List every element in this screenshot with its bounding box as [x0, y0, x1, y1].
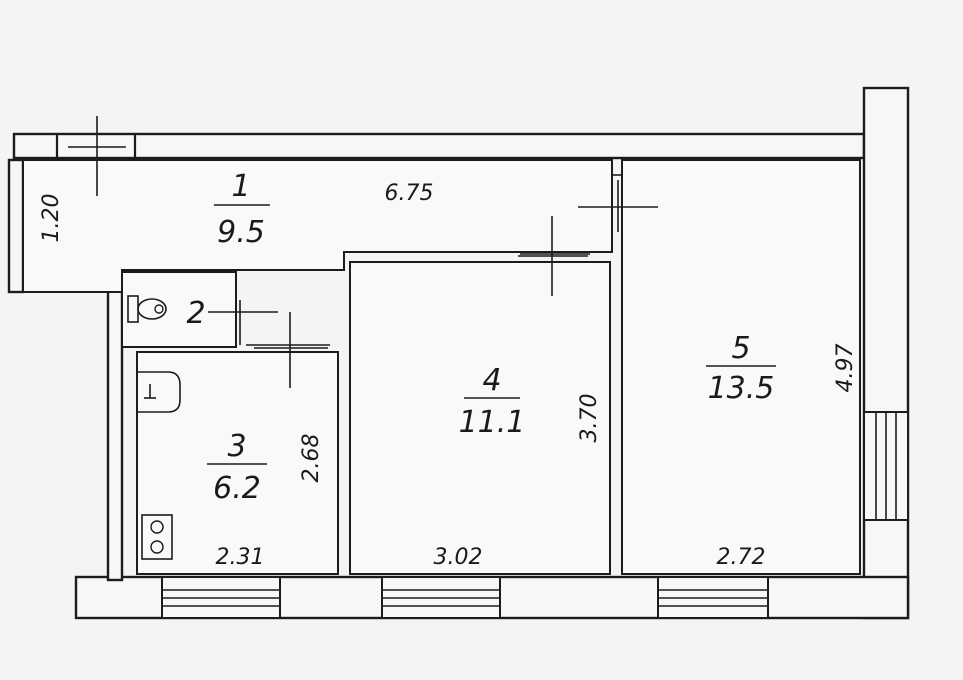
window-kitchen: [161, 576, 281, 619]
room-4-number: 4: [482, 363, 501, 398]
section-marks: [68, 116, 658, 388]
room-1-corridor: [22, 159, 613, 293]
room-4-area: 11.1: [459, 405, 526, 440]
toilet-icon: [127, 295, 167, 323]
room-5-area: 13.5: [708, 371, 775, 406]
room-1-area: 9.5: [217, 215, 265, 250]
room-3-area: 6.2: [213, 471, 261, 506]
dim-kitchen-width: 2.31: [216, 545, 265, 570]
room-3-kitchen: [136, 351, 339, 575]
right-wall: [862, 86, 910, 620]
dim-room5-width: 2.72: [717, 545, 766, 570]
windows: [161, 411, 909, 619]
left-wall-lower: [106, 268, 124, 582]
dim-room4-depth: 3.70: [577, 394, 602, 443]
dim-corridor-length: 6.75: [385, 181, 434, 206]
room-4-label: 4 11.1: [459, 363, 526, 440]
dim-room5-depth: 4.97: [833, 344, 858, 393]
room-2-wc: [121, 271, 237, 348]
dim-kitchen-depth: 2.68: [299, 434, 324, 483]
room-3-label: 3 6.2: [207, 429, 267, 506]
window-room-5: [657, 576, 769, 619]
room-5-label: 5 13.5: [706, 331, 776, 406]
room-1-label: 1 9.5: [214, 169, 270, 250]
dim-room4-width: 3.02: [434, 545, 483, 570]
room-5: [621, 159, 861, 575]
door-marks: [239, 174, 622, 346]
window-right: [863, 411, 909, 521]
window-room-4: [381, 576, 501, 619]
left-wall: [7, 158, 25, 294]
stove-icon: [141, 514, 173, 560]
room-5-number: 5: [731, 331, 750, 366]
room-1-number: 1: [231, 169, 250, 204]
room-3-number: 3: [227, 429, 246, 464]
top-wall: [12, 132, 866, 160]
sink-icon: [137, 371, 181, 413]
room-2-number: 2: [186, 296, 205, 331]
dim-corridor-width: 1.20: [39, 194, 64, 243]
room-4: [349, 261, 611, 575]
